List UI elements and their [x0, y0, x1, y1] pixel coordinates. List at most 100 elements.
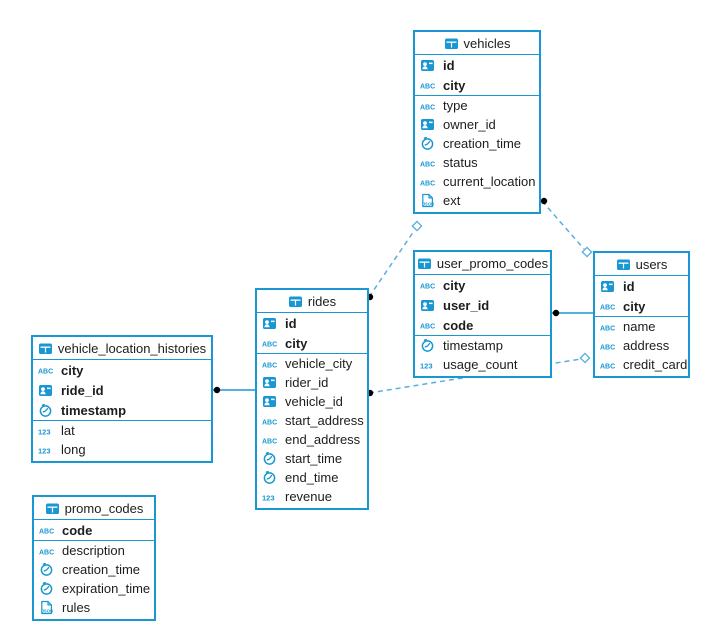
column-name: vehicle_city: [285, 356, 353, 371]
id-badge-icon: [262, 375, 281, 390]
svg-text:JSON: JSON: [423, 201, 434, 206]
svg-text:ABC: ABC: [420, 180, 435, 187]
table-name: users: [635, 256, 668, 272]
column-row-user_promo_codes-timestamp[interactable]: timestamp: [415, 336, 550, 355]
column-name: timestamp: [61, 402, 127, 418]
column-row-vehicles-creation_time[interactable]: creation_time: [415, 134, 539, 153]
column-row-rides-revenue[interactable]: 123 revenue: [257, 487, 367, 506]
column-row-rides-end_address[interactable]: ABC end_address: [257, 430, 367, 449]
column-row-vehicle_location_histories-ride_id[interactable]: ride_id: [33, 380, 211, 400]
column-name: vehicle_id: [285, 394, 343, 409]
abc-icon: ABC: [420, 79, 439, 91]
json-icon: JSON: [420, 193, 439, 209]
column-name: usage_count: [443, 357, 518, 372]
relation-diamond-marker: [581, 246, 593, 258]
column-name: city: [443, 77, 466, 93]
column-name: end_time: [285, 470, 339, 485]
table-header-vehicle_location_histories[interactable]: vehicle_location_histories: [33, 337, 211, 360]
column-row-user_promo_codes-code[interactable]: ABC code: [415, 315, 550, 335]
clock-icon: [39, 581, 58, 596]
relation-rides-vehicles[interactable]: [368, 230, 415, 298]
column-name: rider_id: [285, 375, 329, 390]
column-row-vehicles-city[interactable]: ABC city: [415, 75, 539, 95]
column-row-vehicles-owner_id[interactable]: owner_id: [415, 115, 539, 134]
column-name: end_address: [285, 432, 361, 447]
column-name: long: [61, 442, 86, 457]
abc-icon: ABC: [262, 415, 281, 427]
svg-text:JSON: JSON: [42, 608, 53, 613]
column-row-user_promo_codes-user_id[interactable]: user_id: [415, 295, 550, 315]
column-row-rides-id[interactable]: id: [257, 313, 367, 333]
column-row-rides-vehicle_id[interactable]: vehicle_id: [257, 392, 367, 411]
table-header-vehicles[interactable]: vehicles: [415, 32, 539, 55]
column-name: revenue: [285, 489, 332, 504]
table-icon: [38, 341, 53, 356]
column-row-vehicles-type[interactable]: ABC type: [415, 96, 539, 115]
svg-text:ABC: ABC: [600, 363, 615, 370]
table-header-promo_codes[interactable]: promo_codes: [34, 497, 154, 520]
table-icon: [288, 294, 303, 309]
abc-icon: ABC: [262, 358, 281, 370]
column-row-rides-end_time[interactable]: end_time: [257, 468, 367, 487]
relation-endpoint-dot: [213, 386, 221, 394]
abc-icon: ABC: [420, 100, 439, 112]
column-name: type: [443, 98, 468, 113]
svg-text:ABC: ABC: [600, 344, 615, 351]
column-name: timestamp: [443, 338, 503, 353]
column-row-rides-rider_id[interactable]: rider_id: [257, 373, 367, 392]
json-icon: JSON: [39, 600, 58, 616]
column-row-rides-vehicle_city[interactable]: ABC vehicle_city: [257, 354, 367, 373]
table-icon: [616, 257, 631, 272]
abc-icon: ABC: [600, 340, 619, 352]
column-row-vehicle_location_histories-timestamp[interactable]: timestamp: [33, 400, 211, 420]
column-row-vehicles-id[interactable]: id: [415, 55, 539, 75]
svg-text:ABC: ABC: [39, 529, 54, 536]
table-header-rides[interactable]: rides: [257, 290, 367, 313]
svg-text:123: 123: [262, 493, 275, 502]
column-name: code: [443, 317, 474, 333]
svg-text:ABC: ABC: [600, 325, 615, 332]
column-row-promo_codes-creation_time[interactable]: creation_time: [34, 560, 154, 579]
column-row-users-id[interactable]: id: [595, 276, 688, 296]
abc-icon: ABC: [262, 434, 281, 446]
table-header-user_promo_codes[interactable]: user_promo_codes: [415, 252, 550, 275]
abc-icon: ABC: [420, 176, 439, 188]
svg-text:ABC: ABC: [262, 419, 277, 426]
column-row-rides-start_time[interactable]: start_time: [257, 449, 367, 468]
abc-icon: ABC: [420, 319, 439, 331]
table-header-users[interactable]: users: [595, 253, 688, 276]
relation-vehicles-users[interactable]: [541, 200, 585, 250]
id-badge-icon: [600, 279, 619, 294]
column-row-promo_codes-expiration_time[interactable]: expiration_time: [34, 579, 154, 598]
clock-icon: [262, 451, 281, 466]
column-name: id: [285, 315, 297, 331]
id-badge-icon: [420, 58, 439, 73]
